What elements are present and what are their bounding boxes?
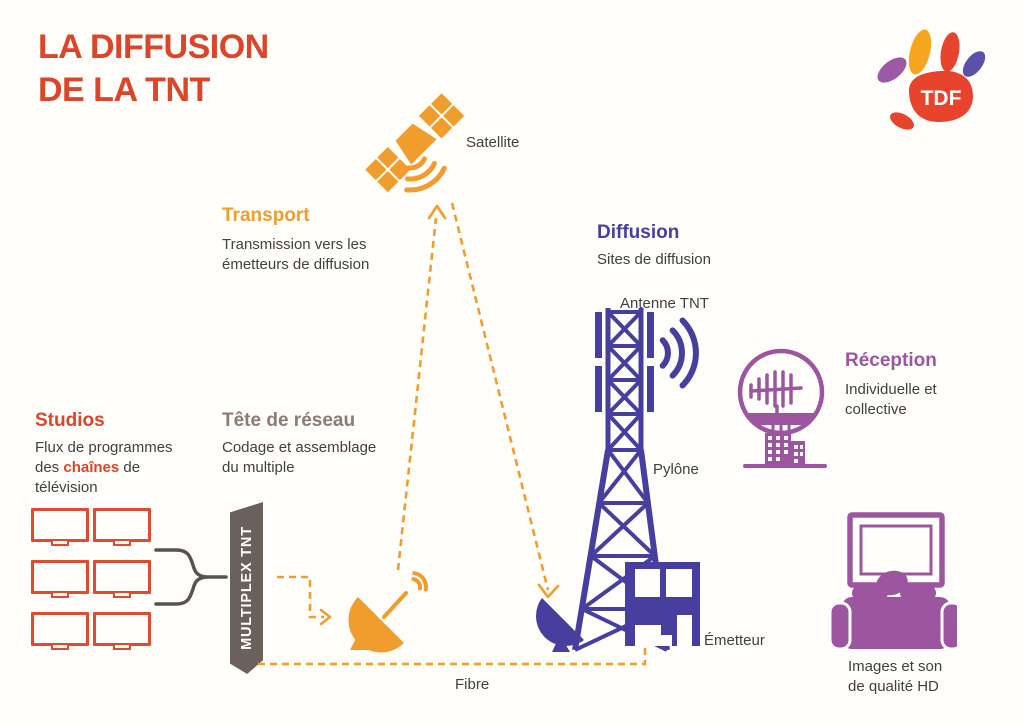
- logo-petal-small-red-icon: [890, 112, 914, 130]
- studios-body-post: de télévision: [35, 459, 141, 496]
- tete-de-reseau-heading: Tête de réseau: [222, 410, 356, 431]
- studios-heading: Studios: [35, 410, 105, 431]
- satellite-waves-icon: [404, 156, 447, 193]
- satellite-icon: [365, 93, 465, 193]
- antenna-panels-icon: [595, 312, 654, 412]
- tv-icon: [93, 560, 151, 598]
- arrow-satellite-to-site: [450, 202, 550, 591]
- reception-building-icon: [765, 433, 805, 465]
- fibre-label: Fibre: [455, 676, 490, 693]
- qualite-label: Images et son de qualité HD: [848, 658, 943, 695]
- reception-icon: [737, 348, 827, 468]
- tv-icon: [31, 508, 89, 546]
- logo-text: TDF: [921, 87, 962, 110]
- page-title-line2: DE LA TNT: [38, 71, 210, 109]
- emitter-building-icon: [625, 562, 700, 646]
- diffusion-heading: Diffusion: [597, 222, 680, 243]
- page-title: LA DIFFUSION DE LA TNT: [38, 26, 269, 112]
- logo-petal-orange-icon: [908, 29, 932, 75]
- arrow-dish-to-satellite: [396, 217, 438, 571]
- studios-body: Flux de programmes des chaînes de télévi…: [35, 438, 187, 498]
- reception-heading: Réception: [845, 350, 937, 371]
- studios-body-pre: Flux de programmes des: [35, 439, 173, 476]
- uplink-dish-icon: [348, 571, 428, 653]
- pylone-label: Pylône: [653, 461, 699, 478]
- tv-icon: [31, 560, 89, 598]
- diffusion-body: Sites de diffusion: [597, 251, 711, 268]
- tv-icon: [93, 612, 151, 650]
- tete-de-reseau-body: Codage et assemblage du multiple: [222, 439, 377, 476]
- emetteur-label: Émetteur: [704, 632, 765, 649]
- arrow-multiplex-to-dish: [277, 575, 324, 619]
- logo-petal-indigo-icon: [962, 51, 986, 77]
- page-title-line1: LA DIFFUSION: [38, 28, 269, 66]
- merge-brace-icon: [154, 548, 228, 606]
- logo-blob: [908, 70, 973, 122]
- transport-heading: Transport: [222, 205, 310, 226]
- studios-body-highlight: chaînes: [63, 459, 120, 476]
- pylon-icon: [572, 308, 700, 652]
- satellite-label: Satellite: [466, 134, 520, 151]
- tv-icon: [93, 508, 151, 546]
- hd-viewer-icon: [828, 512, 957, 651]
- broadcast-waves-icon: [659, 317, 699, 389]
- multiplex-banner-label: MULTIPLEX TNT: [238, 526, 255, 650]
- antenne-tnt-label: Antenne TNT: [620, 295, 709, 312]
- site-dish-icon: [536, 598, 584, 652]
- dish-waves-icon: [411, 571, 428, 592]
- reception-body: Individuelle et collective: [845, 381, 937, 418]
- tv-icon: [31, 612, 89, 650]
- logo-petal-red-icon: [940, 32, 960, 72]
- transport-body: Transmission vers les émetteurs de diffu…: [222, 236, 370, 273]
- tdf-logo: TDF: [877, 29, 986, 130]
- multiplex-banner: MULTIPLEX TNT: [230, 502, 263, 674]
- logo-petal-purple-icon: [877, 57, 907, 83]
